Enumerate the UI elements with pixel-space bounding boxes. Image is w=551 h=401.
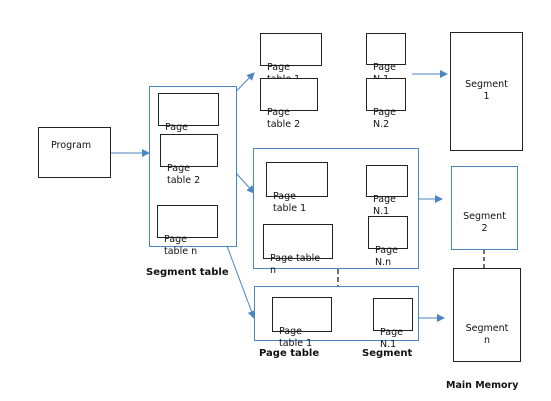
memory-segment-2: Segment 2 [451, 166, 518, 250]
segment-entry-2-label: Page table 2 [167, 163, 201, 186]
memory-segment-2-label: Segment 2 [463, 211, 506, 234]
segment-entry-n: Page table n [157, 205, 218, 257]
segment-entry-1: Page table 1 [158, 93, 219, 145]
group1-page-n2: Page N.2 [366, 78, 406, 130]
group2-page-table-n: Page table n [263, 224, 333, 276]
group2-page-table-1-label: Page table 1 [273, 191, 307, 214]
group3-page-table-1: Page table 1 [272, 297, 332, 349]
memory-segment-1-label: Segment 1 [465, 79, 508, 102]
segment-table-caption: Segment table [146, 267, 229, 278]
group2-page-table-n-label: Page table n [270, 253, 321, 276]
group2-page-n1-label: Page N.1 [373, 194, 396, 217]
group3-page-n1-label: Page N.1 [380, 327, 403, 350]
memory-segment-1: Segment 1 [450, 32, 523, 151]
segment-caption: Segment [362, 348, 413, 359]
group2-page-nn-label: Page N.n [375, 245, 398, 268]
segment-entry-2: Page table 2 [160, 134, 218, 186]
program-label: Program [51, 140, 92, 151]
group1-page-table-2: Page table 2 [260, 78, 318, 130]
group3-page-n1: Page N.1 [373, 298, 413, 350]
group1-page-n1: Page N.1 [366, 33, 406, 85]
page-table-caption: Page table [259, 348, 320, 359]
group2-page-nn: Page N.n [368, 216, 408, 268]
main-memory-caption: Main Memory [446, 380, 519, 391]
program-box: Program [38, 127, 111, 178]
group1-page-n2-label: Page N.2 [373, 107, 396, 130]
memory-segment-n: Segment n [453, 268, 521, 362]
group1-page-table-2-label: Page table 2 [267, 107, 301, 130]
group1-page-table-1: Page table 1 [260, 33, 322, 85]
group3-page-table-1-label: Page table 1 [279, 326, 313, 349]
group2-page-n1: Page N.1 [366, 165, 408, 217]
group2-page-table-1: Page table 1 [266, 162, 328, 214]
memory-segment-n-label: Segment n [465, 323, 509, 346]
segment-entry-n-label: Page table n [164, 234, 198, 257]
